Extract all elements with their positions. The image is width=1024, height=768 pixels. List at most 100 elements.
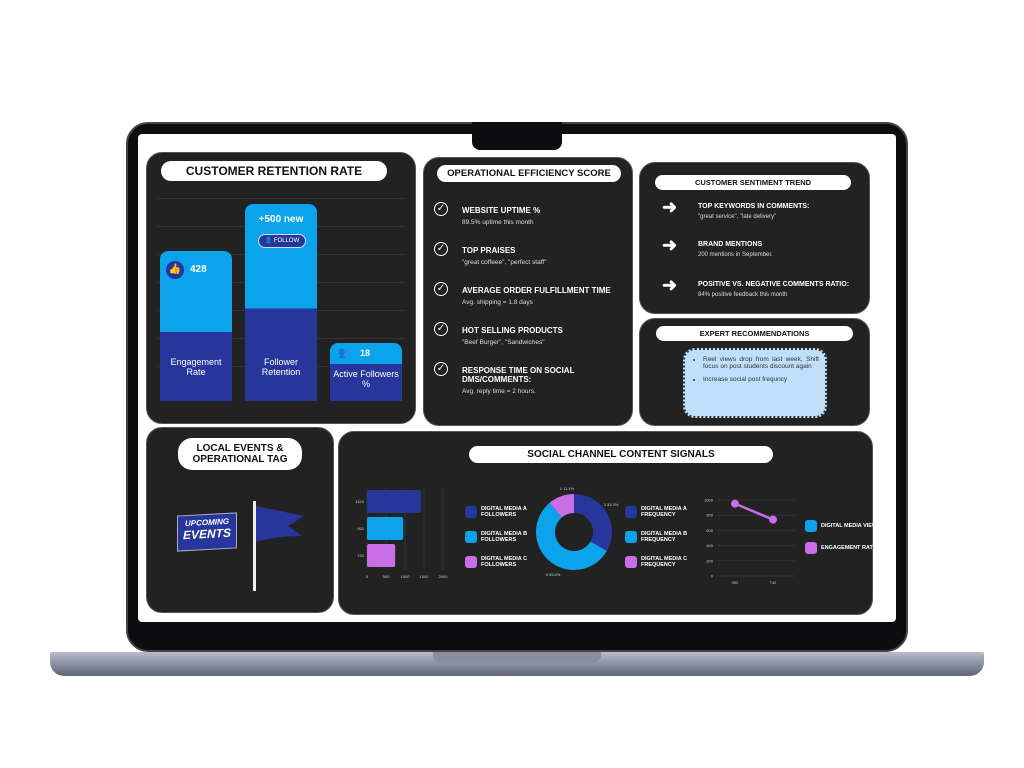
ops-detail: "Beef Burger", "Sandwiches" xyxy=(462,339,545,346)
ops-detail: 89.5% uptime this month xyxy=(462,219,534,226)
x-tick-label: 742 xyxy=(770,580,777,585)
legend-item: DIGITAL MEDIA A FREQUENCY xyxy=(625,506,705,518)
panel-title: CUSTOMER RETENTION RATE xyxy=(161,161,387,181)
panel-title: SOCIAL CHANNEL CONTENT SIGNALS xyxy=(469,446,773,463)
donut-slice xyxy=(574,494,612,551)
expert-recommendations-panel: EXPERT RECOMMENDATIONS Reel views drop f… xyxy=(639,318,870,426)
legend-swatch xyxy=(625,506,637,518)
follower-retention-bar: +500 new 👤 FOLLOW Follower Retention xyxy=(245,204,317,401)
badge-line-2: EVENTS xyxy=(182,525,231,543)
legend-swatch xyxy=(625,531,637,543)
y-tick-label: 200 xyxy=(706,558,713,563)
legend-label: DIGITAL MEDIA VIEWS xyxy=(821,523,881,529)
operational-efficiency-panel: OPERATIONAL EFFICIENCY SCORE ✓ WEBSITE U… xyxy=(423,157,633,426)
check-circle-icon: ✓ xyxy=(434,282,448,296)
bar xyxy=(367,544,396,567)
legend-swatch xyxy=(625,556,637,568)
laptop-opening-groove xyxy=(433,652,601,663)
legend-item: DIGITAL MEDIA A FOLLOWERS xyxy=(465,506,545,518)
recommendation-item: Increase social post frequncy xyxy=(703,376,819,383)
sentiment-heading: TOP KEYWORDS IN COMMENTS: xyxy=(698,203,810,210)
slice-label: 5 55.6% xyxy=(546,572,561,577)
y-tick-label: 1420 xyxy=(355,499,365,504)
bar xyxy=(367,517,404,540)
ops-heading: RESPONSE TIME ON SOCIAL DMS/COMMENTS: xyxy=(462,366,575,384)
sentiment-detail: 84% positive feedback this month xyxy=(698,292,788,298)
check-circle-icon: ✓ xyxy=(434,322,448,336)
follow-button-label: FOLLOW xyxy=(273,238,300,244)
engagement-rate-bar: 👍 428 Engagement Rate xyxy=(160,251,232,401)
thumbs-up-icon: 👍 xyxy=(166,261,184,279)
ops-heading: AVERAGE ORDER FULFILLMENT TIME xyxy=(462,286,611,295)
legend-label: ENGAGEMENT RATE xyxy=(821,545,877,551)
recommendation-item: Reel views drop from last week, Shift fo… xyxy=(703,356,819,370)
legend-swatch xyxy=(465,506,477,518)
ops-item: WEBSITE UPTIME % 89.5% uptime this month xyxy=(462,206,622,226)
local-events-panel: LOCAL EVENTS & OPERATIONAL TAG UPCOMING … xyxy=(146,427,334,613)
ops-item: HOT SELLING PRODUCTS"Beef Burger", "Sand… xyxy=(462,326,622,346)
legend-swatch xyxy=(805,542,817,554)
ops-detail: "great coffeee", "perfect staff" xyxy=(462,259,547,266)
legend-label: DIGITAL MEDIA C FREQUENCY xyxy=(641,556,688,568)
curved-arrow-icon: ➜ xyxy=(662,235,678,255)
check-circle-icon: ✓ xyxy=(434,202,448,216)
legend-label: DIGITAL MEDIA A FREQUENCY xyxy=(641,506,687,518)
add-user-icon: 👥 xyxy=(338,347,352,359)
camera-notch xyxy=(472,122,562,150)
legend-item: DIGITAL MEDIA VIEWS xyxy=(805,520,885,532)
ops-item: RESPONSE TIME ON SOCIAL DMS/COMMENTS: Avg… xyxy=(462,366,622,395)
legend-label: DIGITAL MEDIA C FOLLOWERS xyxy=(481,556,528,568)
data-point xyxy=(731,499,739,508)
sentiment-detail: "great service", "late delivery" xyxy=(698,214,777,220)
legend-label: DIGITAL MEDIA B FOLLOWERS xyxy=(481,531,528,543)
y-tick-label: 742 xyxy=(357,553,364,558)
engagement-value: 428 xyxy=(190,264,207,275)
recommendations-note: Reel views drop from last week, Shift fo… xyxy=(683,348,827,418)
y-tick-label: 800 xyxy=(706,513,713,518)
ops-heading: WEBSITE UPTIME % xyxy=(462,206,541,215)
x-tick-label: 500 xyxy=(383,574,390,579)
sentiment-detail: 200 mentions in September. xyxy=(698,252,773,258)
series-line xyxy=(734,502,774,521)
x-tick-label: 952 xyxy=(732,580,739,585)
sentiment-item: POSITIVE VS. NEGATIVE COMMENTS RATIO:84%… xyxy=(698,281,868,298)
active-value: 18 xyxy=(360,348,371,358)
donut-slice xyxy=(536,502,607,570)
legend-item: DIGITAL MEDIA B FOLLOWERS xyxy=(465,531,545,543)
legend-item: DIGITAL MEDIA B FREQUENCY xyxy=(625,531,705,543)
legend-label: DIGITAL MEDIA A FOLLOWERS xyxy=(481,506,527,518)
customer-sentiment-panel: CUSTOMER SENTIMENT TREND ➜ TOP KEYWORDS … xyxy=(639,162,870,314)
flag-pole-icon xyxy=(253,501,256,591)
ops-detail: Avg. reply time = 2 hours. xyxy=(462,388,536,395)
followers-bar-chart: 0 500 1000 1500 2000 1420 952 742 xyxy=(355,488,449,579)
panel-title: OPERATIONAL EFFICIENCY SCORE xyxy=(437,165,621,182)
follower-value: +500 new xyxy=(258,214,304,225)
legend-item: DIGITAL MEDIA C FREQUENCY xyxy=(625,556,705,568)
panel-title: EXPERT RECOMMENDATIONS xyxy=(656,326,853,341)
legend-swatch xyxy=(465,531,477,543)
legend-swatch xyxy=(805,520,817,532)
follow-button[interactable]: 👤 FOLLOW xyxy=(258,234,306,248)
slice-label: 1 11.1% xyxy=(560,486,575,491)
legend-swatch xyxy=(465,556,477,568)
y-tick-label: 952 xyxy=(357,526,364,531)
x-tick-label: 2000 xyxy=(439,574,449,579)
data-point xyxy=(769,515,777,524)
x-tick-label: 1000 xyxy=(401,574,411,579)
ops-item: TOP PRAISES "great coffeee", "perfect sta… xyxy=(462,246,622,266)
y-tick-label: 600 xyxy=(706,528,713,533)
legend-label: DIGITAL MEDIA B FREQUENCY xyxy=(641,531,688,543)
active-label: Active Followers % xyxy=(333,369,399,389)
x-tick-label: 1500 xyxy=(420,574,430,579)
y-tick-label: 1000 xyxy=(704,498,714,503)
ops-heading: TOP PRAISES xyxy=(462,246,516,255)
slice-label: 3 33.3% xyxy=(604,502,619,507)
check-circle-icon: ✓ xyxy=(434,362,448,376)
frequency-donut-chart: 3 33.3% 5 55.6% 1 11.1% xyxy=(536,486,619,577)
x-tick-label: 0 xyxy=(366,574,369,579)
donut-slice xyxy=(549,494,574,518)
follower-label: Follower Retention xyxy=(261,357,301,377)
